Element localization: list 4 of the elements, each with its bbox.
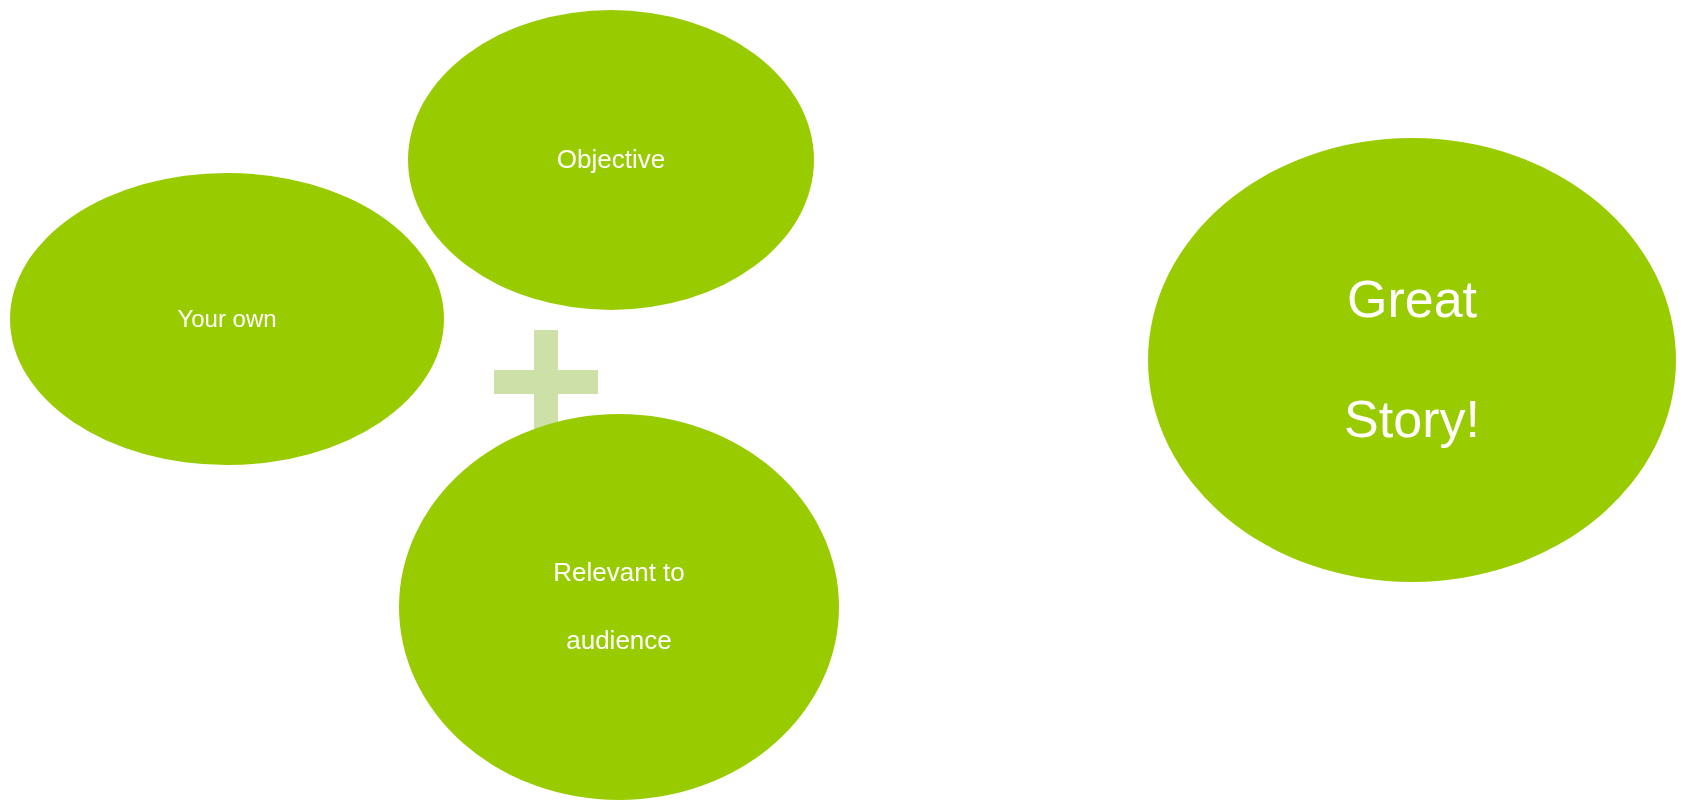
node-text: Relevant to audience (552, 556, 686, 657)
node-text: Great Story! (1343, 269, 1481, 450)
node-text: Objective (556, 143, 666, 177)
node-text: Your own (177, 304, 277, 335)
